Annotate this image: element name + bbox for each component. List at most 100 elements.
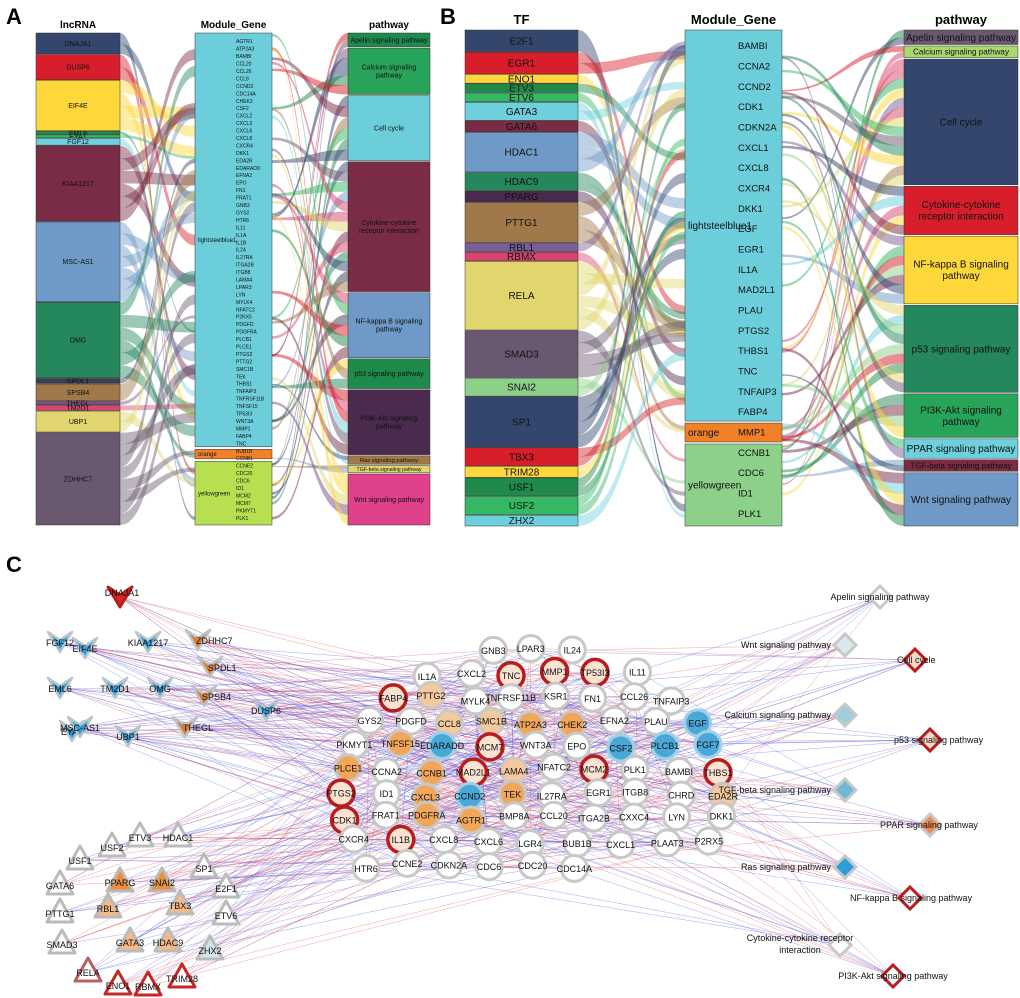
gene-label-cxcl8: CXCL8: [236, 136, 252, 142]
flow-msc-as1: [120, 190, 195, 291]
node-tm2d1: [35, 405, 121, 411]
tf-label-etv6: ETV6: [215, 911, 238, 921]
gene-node-label-lyn: LYN: [668, 812, 685, 822]
network-edge: [426, 644, 846, 816]
pathway-p53-signaling-pathway: [903, 305, 1019, 393]
module-orange: [684, 422, 783, 443]
gene-node-label-mad2l1: MAD2L1: [456, 768, 491, 778]
pathway-label-wnt-signaling-pathway: Wnt signaling pathway: [911, 495, 1011, 506]
gene-node-label-gys2: GYS2: [358, 716, 382, 726]
panelA-header-right: pathway: [369, 20, 409, 31]
gene-label-il11: IL11: [236, 225, 246, 231]
flow-eif4e: [120, 92, 195, 421]
lncrna-node-spsb4: [190, 684, 218, 708]
flow-cell-cycle: [782, 97, 904, 438]
node-smad3: [464, 330, 579, 378]
flow-kiaa1217: [120, 49, 195, 222]
flow-cell-cycle: [782, 59, 904, 441]
gene-label-ccnd2: CCND2: [236, 84, 253, 90]
node-snai2: [464, 377, 579, 397]
node-zdhhc7: [35, 432, 121, 526]
flow-zdhhc7: [120, 467, 195, 502]
flow-cytokine-cytokine-receptor-interaction: [782, 205, 904, 430]
flow-smad3: [578, 321, 685, 378]
gene-label-frat1: FRAT1: [236, 196, 252, 202]
gene-node-label-atp2a3: ATP2A3: [514, 720, 547, 730]
flow-wnt-signaling-pathway: [272, 47, 348, 525]
tf-label-eno1: ENO1: [106, 981, 131, 991]
node-gata6: [464, 120, 579, 132]
network-edge: [127, 735, 342, 794]
node-label-pttg1: PTTG1: [505, 218, 538, 229]
flow-etv6: [578, 93, 685, 401]
node-label-pparg: PPARG: [504, 192, 538, 203]
tf-node-gata6: [45, 869, 75, 896]
lncrna-node-kiaa1217: [134, 630, 162, 654]
gene-label-dkk1: DKK1: [236, 151, 249, 157]
flow-pparg: [578, 191, 685, 386]
gene-label-atp2a3: ATP2A3: [236, 47, 254, 53]
network-edge: [553, 596, 881, 768]
gene-label-il24: IL24: [236, 248, 246, 254]
node-label-rbmx: RBMX: [507, 252, 536, 263]
network-edge: [87, 868, 575, 973]
network-edge: [469, 796, 894, 977]
flow-zdhhc7: [120, 365, 195, 456]
network-edge: [71, 722, 698, 732]
flow-kiaa1217: [120, 145, 195, 380]
flow-pttg1: [578, 215, 685, 431]
tf-node-hdac1: [163, 821, 193, 848]
gene-node-label-p2rx5: P2RX5: [695, 837, 724, 847]
gene-node-label-cdk1: CDK1: [333, 815, 357, 825]
panelB-header-left: TF: [514, 12, 530, 27]
gene-label-agtr1: AGTR1: [236, 39, 253, 45]
pathway-node-wnt-signaling-pathway: [831, 631, 859, 659]
gene-node-label-il1a: IL1A: [418, 672, 437, 682]
flow-nf-kappa-b-signaling-pathway: [272, 290, 348, 337]
flow-cell-cycle: [782, 78, 904, 287]
gene-node-label-edaradd: EDARADD: [420, 741, 465, 751]
gene-node-label-plce1: PLCE1: [334, 763, 363, 773]
gene-node-label-mcm2: MCM2: [581, 765, 608, 775]
flow-cell-cycle: [782, 55, 904, 156]
gene-label-epo: EPO: [236, 181, 247, 187]
gene-node-label-plcb1: PLCB1: [651, 741, 680, 751]
tf-node-pparg: [105, 866, 135, 893]
gene-label-gnb3: GNB3: [236, 203, 250, 209]
flow-pttg1: [578, 229, 685, 331]
network-edge: [107, 724, 531, 909]
flow-cytokine-cytokine-receptor-interaction: [782, 195, 904, 266]
gene-node-cdc20: [518, 850, 548, 880]
flow-wnt-signaling-pathway: [272, 214, 348, 495]
flow-wnt-signaling-pathway: [782, 177, 904, 526]
panelA-header-left: lncRNA: [60, 20, 96, 31]
gene-node-plcb1: [650, 731, 680, 761]
flow-cytokine-cytokine-receptor-interaction: [272, 241, 348, 339]
gene-label-plk1: PLK1: [236, 516, 248, 522]
pathway-label-apelin-signaling-pathway: Apelin signaling pathway: [350, 37, 428, 44]
node-label-egr1: EGR1: [508, 59, 536, 70]
flow-snai2: [578, 378, 685, 484]
gene-node-label-lama4: LAMA4: [499, 766, 529, 776]
network-edge: [127, 735, 345, 821]
pathway-cell-cycle: [347, 95, 431, 161]
flow-smad3: [578, 234, 685, 355]
pathway-tgf-beta-signaling-pathway: [903, 459, 1019, 472]
gene-node-label-ccl8: CCL8: [438, 719, 461, 729]
gene-node-label-pkmyt1: PKMYT1: [336, 740, 372, 750]
pathway-ras-signaling-pathway: [347, 455, 431, 465]
node-spsb4: [35, 383, 121, 402]
lncrna-node-ubp1: [114, 724, 142, 748]
gene-label-cdkn2a: CDKN2A: [738, 123, 777, 134]
node-thegl: [35, 401, 121, 406]
lncrna-node-tm2d1: [101, 676, 129, 700]
gene-label-cxcl2: CXCL2: [236, 114, 252, 120]
pathway-node-label-cytokine-cytokine-receptor-interaction: Cytokine-cytokine receptor: [747, 933, 854, 943]
node-hdac9: [464, 172, 579, 191]
gene-label-gys2: GYS2: [236, 210, 250, 216]
panelB-letter: B: [440, 4, 456, 29]
gene-label-bambi: BAMBI: [738, 41, 768, 52]
flow-rela: [578, 272, 685, 289]
